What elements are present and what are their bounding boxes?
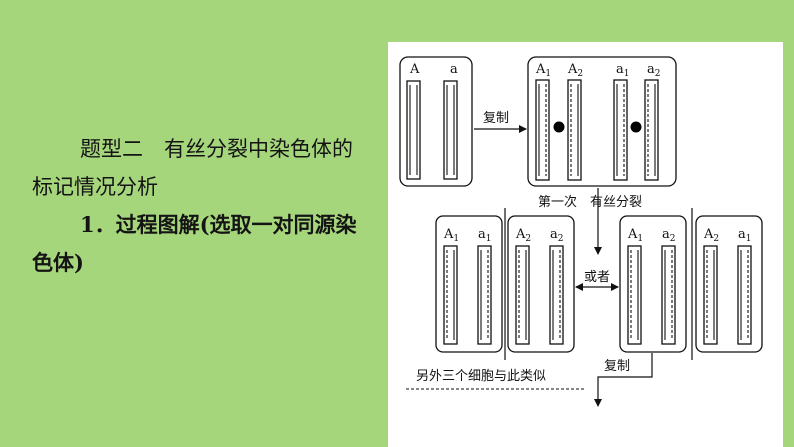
daughter-chromosome [477, 245, 492, 345]
other-cells-note: 另外三个细胞与此类似 [416, 369, 546, 384]
chromatid [644, 79, 659, 181]
daughter-chromosome [515, 245, 530, 345]
or-label: 或者 [584, 270, 610, 285]
daughter-chromosome [627, 245, 642, 345]
replicate-label: 复制 [483, 111, 509, 126]
chromatid-label: a1 [616, 62, 630, 79]
parent-cell [399, 56, 473, 187]
centromere-1 [553, 121, 565, 133]
centromere-2 [630, 121, 642, 133]
subheading-line-1: 1．过程图解(选取一对同源染 [80, 212, 357, 237]
chromosome [406, 80, 421, 180]
daughter-chromosome-label: a2 [550, 227, 564, 244]
replicate-arrow-2 [594, 353, 653, 407]
daughter-cell-2 [507, 215, 575, 353]
daughter-chromosome [443, 245, 458, 345]
chromatid [535, 79, 550, 181]
chromatid [613, 79, 628, 181]
heading-line-1: 题型二 有丝分裂中染色体的 [80, 137, 353, 161]
daughter-chromosome-label: a2 [662, 227, 676, 244]
chromatid [567, 79, 582, 181]
heading-line-2: 标记情况分析 [32, 175, 158, 199]
daughter-chromosome-label: A2 [703, 227, 719, 244]
slide-text: 题型二 有丝分裂中染色体的 标记情况分析 1．过程图解(选取一对同源染 色体) [32, 130, 387, 282]
daughter-chromosome [661, 245, 676, 345]
daughter-cell-1 [435, 215, 503, 353]
first-division-label: 第一次 有丝分裂 [538, 194, 642, 210]
replicated-cell [527, 56, 677, 187]
daughter-chromosome [703, 245, 718, 345]
chromatid-label: A1 [535, 62, 551, 79]
daughter-chromosome [549, 245, 564, 345]
daughter-chromosome [737, 245, 752, 345]
daughter-chromosome-label: A1 [627, 227, 643, 244]
chromosome-label: A [409, 62, 420, 77]
chromatid-label: A2 [567, 62, 583, 79]
daughter-cell-3 [619, 215, 687, 353]
subheading-line-2: 色体) [32, 250, 84, 275]
chromosome-label: a [450, 62, 458, 77]
chromatid-label: a2 [647, 62, 661, 79]
daughter-cell-4 [695, 215, 763, 353]
daughter-chromosome-label: A2 [515, 227, 531, 244]
daughter-chromosome-label: A1 [443, 227, 459, 244]
daughter-chromosome-label: a1 [738, 227, 752, 244]
replicate-label-2: 复制 [604, 359, 630, 374]
daughter-chromosome-label: a1 [478, 227, 492, 244]
chromosome [443, 80, 458, 180]
